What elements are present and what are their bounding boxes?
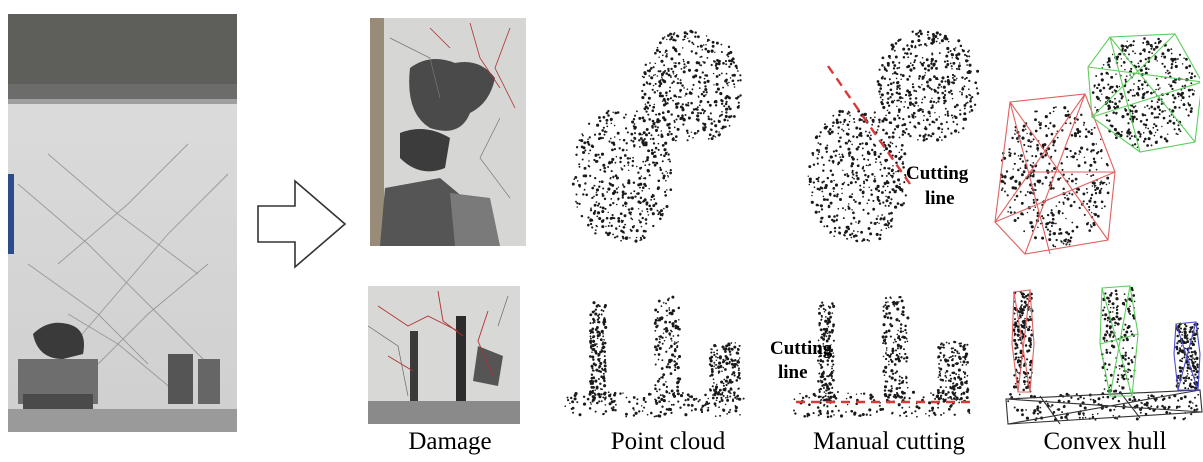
cutting-label-top-2: line <box>925 188 955 209</box>
damage-photo-top <box>370 18 526 246</box>
caption-convex-hull: Convex hull <box>1030 428 1180 456</box>
cutting-label-bottom-1: Cutting <box>770 338 833 359</box>
manual-cutting-top: Cutting line <box>788 26 998 251</box>
right-arrow-icon <box>255 178 350 270</box>
damage-photo-bottom <box>368 286 520 424</box>
point-cloud-bottom <box>560 292 750 422</box>
caption-manual-cutting: Manual cutting <box>794 428 984 456</box>
convex-hull-bottom <box>1000 284 1203 428</box>
point-cloud-top <box>562 26 762 251</box>
cutting-label-bottom-2: line <box>778 362 808 383</box>
hull-base-bottom <box>1006 390 1202 424</box>
caption-point-cloud: Point cloud <box>598 428 738 456</box>
convex-hull-top <box>990 22 1200 262</box>
cutting-label-top-1: Cutting <box>906 163 969 184</box>
hull-red-top <box>995 94 1115 254</box>
caption-damage: Damage <box>400 428 500 456</box>
manual-cutting-bottom: Cutting line <box>766 292 976 422</box>
wall-specimen-photo <box>8 14 237 432</box>
